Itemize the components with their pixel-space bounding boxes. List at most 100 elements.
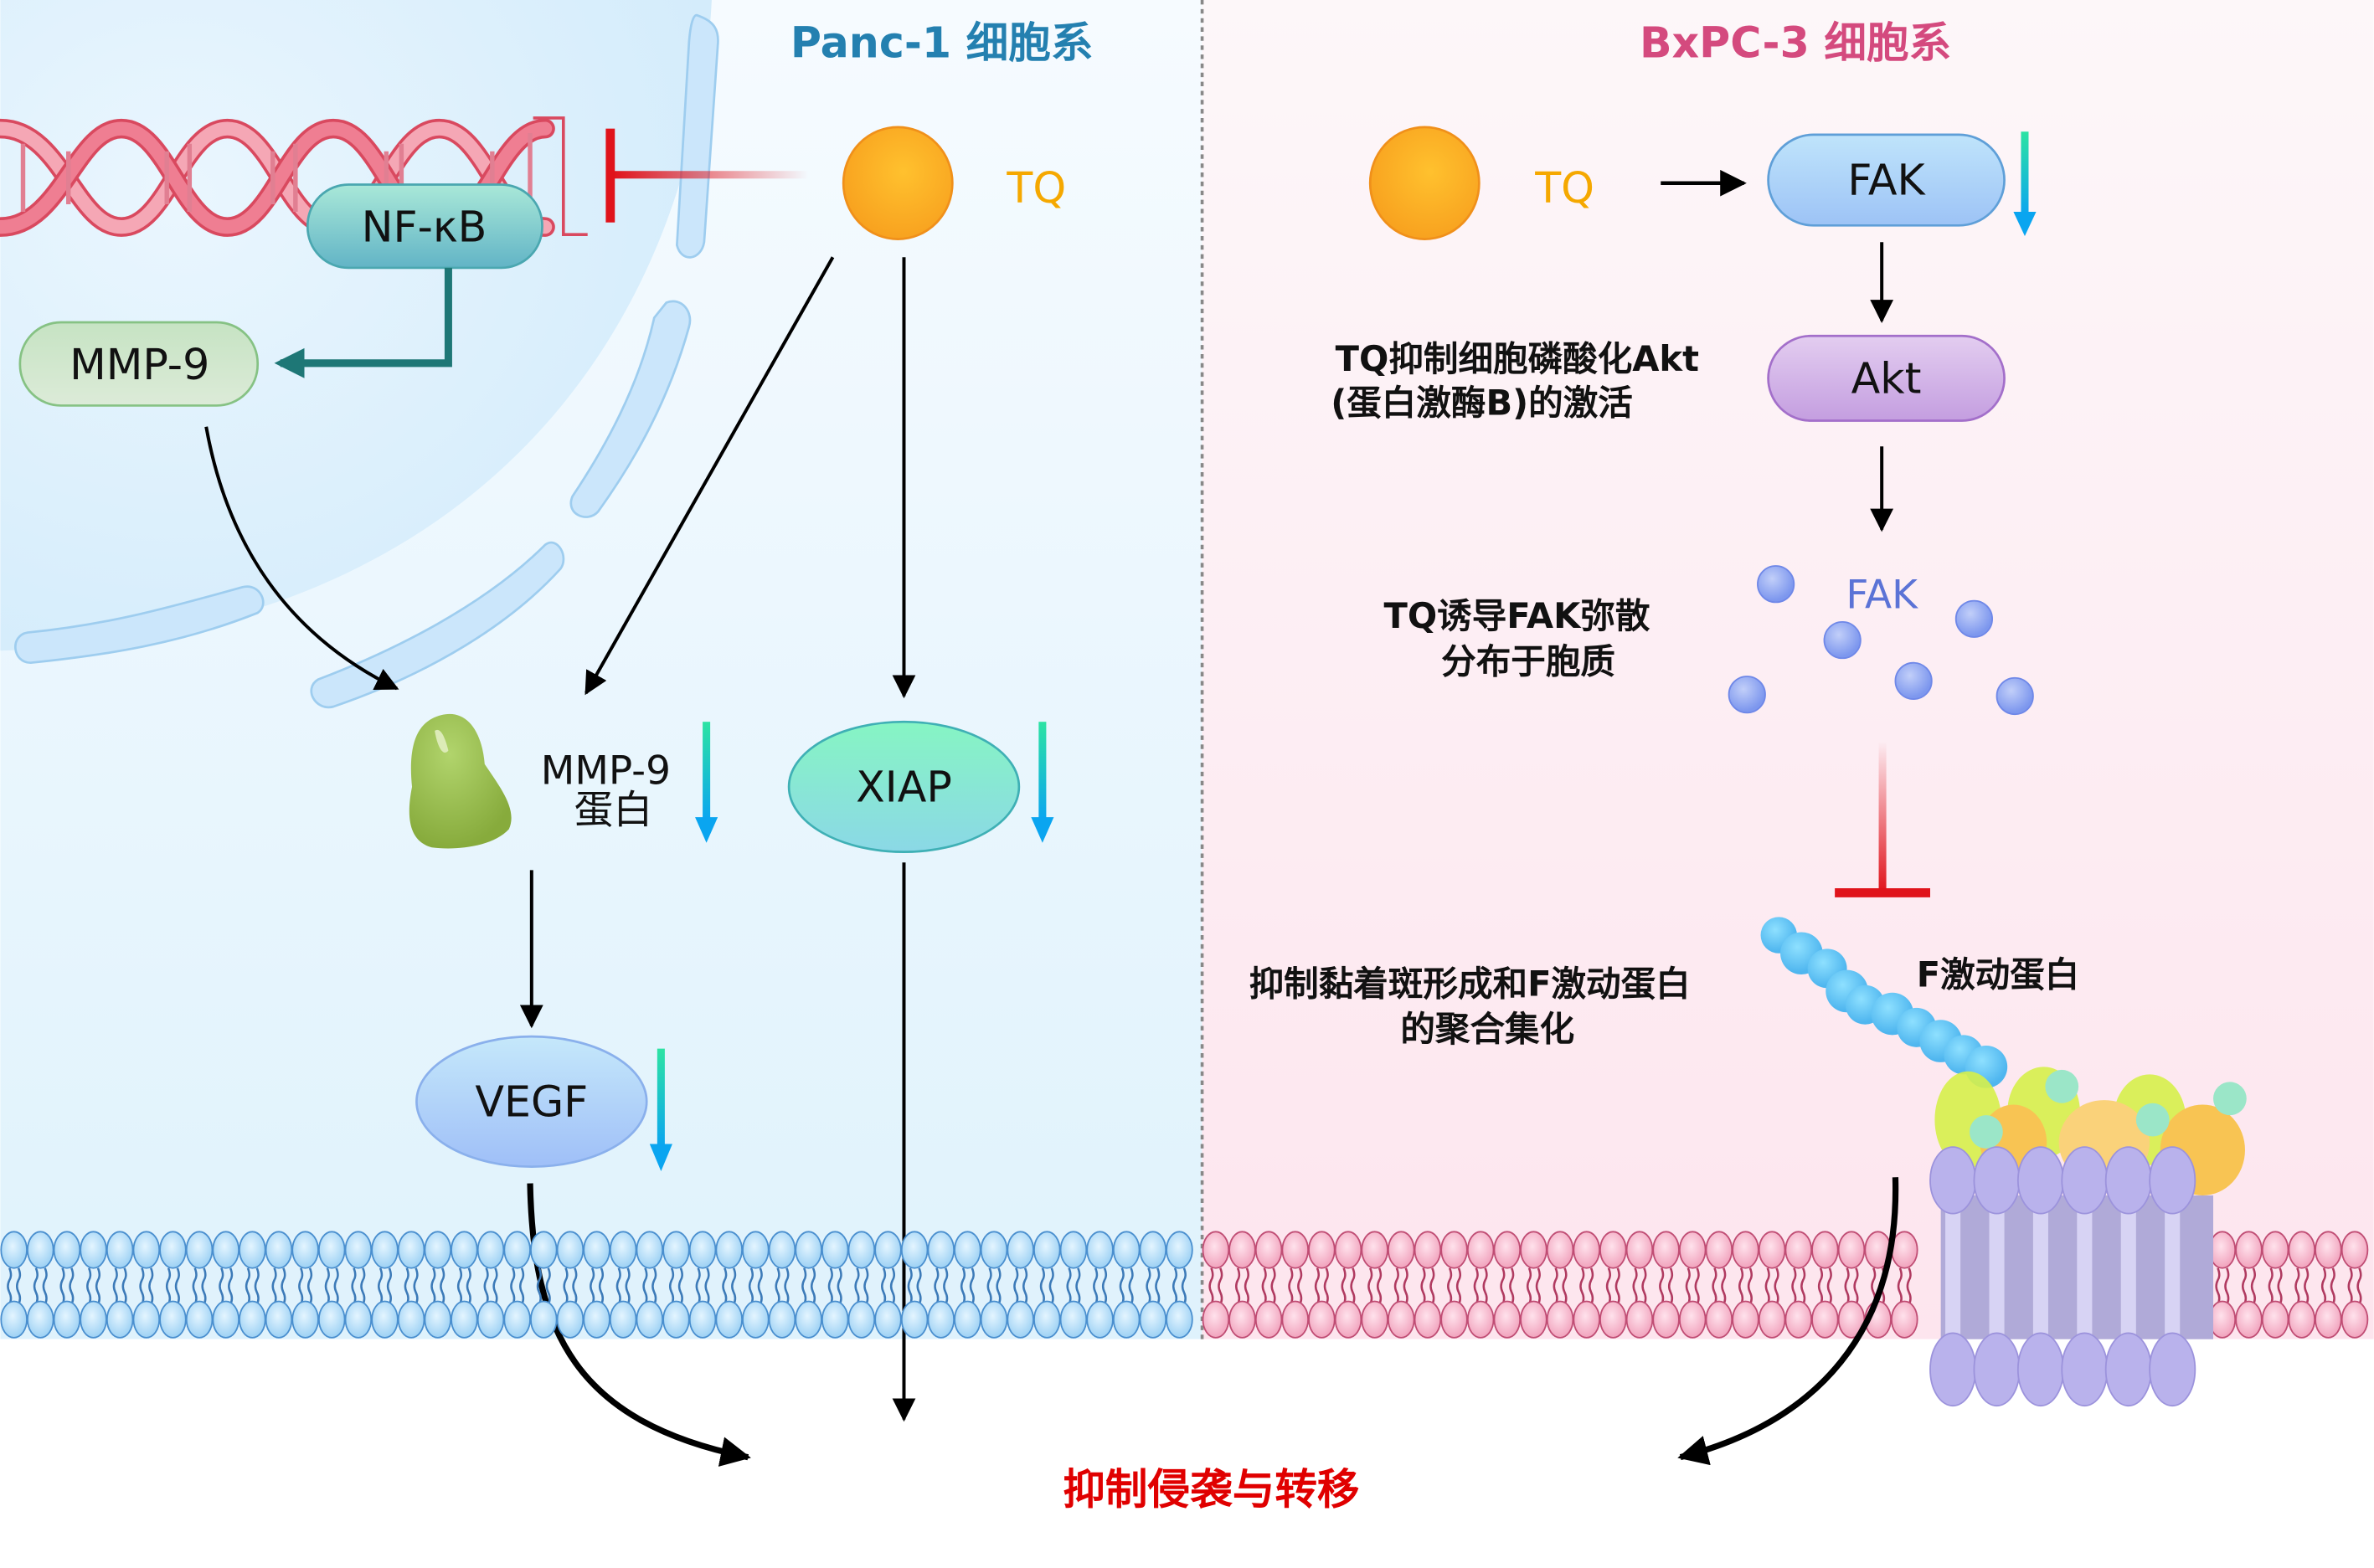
inhibition-fak-to-adhesion — [1835, 741, 1931, 897]
lipid-head — [106, 1231, 134, 1269]
lipid-head — [53, 1231, 81, 1269]
fak-bead — [1995, 676, 2034, 716]
lipid-head — [954, 1231, 981, 1269]
lipid-head — [1625, 1231, 1654, 1269]
nfkb-node[interactable]: NF-κB — [306, 183, 543, 270]
akt-node[interactable]: Akt — [1767, 334, 2006, 422]
integrin-head — [2104, 1332, 2152, 1407]
lipid-head — [1308, 1300, 1336, 1339]
lipid-tail — [1181, 1267, 1187, 1305]
lipid-head — [159, 1300, 187, 1339]
mmp9-protein-icon — [409, 713, 512, 849]
lipid-head — [132, 1300, 161, 1339]
lipid-head — [503, 1231, 531, 1269]
lipid-head — [636, 1300, 664, 1339]
lipid-tail — [1172, 1267, 1178, 1305]
lipid-tail — [1447, 1267, 1453, 1305]
lipid-head — [821, 1300, 849, 1339]
lipid-tail — [2215, 1267, 2221, 1305]
panc1-title: Panc-1 细胞系 — [790, 18, 1094, 68]
lipid-tail — [165, 1267, 172, 1305]
lipid-head — [1599, 1300, 1627, 1339]
tq-label-left: TQ — [1006, 163, 1066, 213]
lipid-head — [1166, 1300, 1193, 1339]
cell-membrane-right — [1202, 1231, 2369, 1339]
lipid-head — [1033, 1300, 1061, 1339]
lipid-tail — [1234, 1267, 1241, 1305]
tq-compound-right[interactable]: TQ — [1368, 126, 1594, 240]
lipid-tail — [2347, 1267, 2353, 1305]
integrin-head — [2149, 1332, 2196, 1407]
lipid-head — [1705, 1300, 1733, 1339]
fak-label: FAK — [1847, 156, 1926, 205]
integrin-stalk — [2165, 1195, 2181, 1347]
bxpc3-title: BxPC-3 细胞系 — [1640, 18, 1951, 68]
lipid-head — [768, 1231, 796, 1269]
lipid-head — [2315, 1300, 2342, 1339]
lipid-tail — [245, 1267, 250, 1305]
lipid-tail — [1738, 1267, 1744, 1305]
lipid-tail — [483, 1267, 489, 1305]
lipid-head — [1732, 1300, 1759, 1339]
lipid-head — [1652, 1300, 1680, 1339]
fak-node[interactable]: FAK — [1767, 133, 2006, 227]
lipid-head — [1202, 1231, 1230, 1269]
lipid-tail — [1774, 1267, 1779, 1305]
lipid-head — [847, 1300, 876, 1339]
lipid-head — [1466, 1300, 1495, 1339]
lipid-tail — [2268, 1267, 2274, 1305]
lipid-head — [185, 1231, 214, 1269]
xiap-node[interactable]: XIAP — [787, 720, 1021, 854]
lipid-tail — [1535, 1267, 1541, 1305]
lipid-tail — [625, 1267, 631, 1305]
mmp9-gene-node[interactable]: MMP-9 — [18, 321, 260, 407]
lipid-head — [1837, 1231, 1866, 1269]
lipid-tail — [1066, 1267, 1072, 1305]
lipid-tail — [837, 1267, 842, 1305]
xiap-label: XIAP — [856, 762, 952, 811]
lipid-tail — [510, 1267, 516, 1305]
lipid-tail — [2224, 1267, 2230, 1305]
lipid-head — [1033, 1231, 1061, 1269]
lipid-tail — [1218, 1267, 1223, 1305]
lipid-tail — [219, 1267, 224, 1305]
lipid-head — [451, 1300, 478, 1339]
lipid-tail — [112, 1267, 118, 1305]
tq-compound-left[interactable]: TQ — [842, 126, 1066, 240]
lipid-head — [1007, 1300, 1034, 1339]
lipid-head — [1599, 1231, 1627, 1269]
lipid-tail — [2241, 1267, 2248, 1305]
lipid-head — [424, 1231, 452, 1269]
lipid-tail — [1632, 1267, 1638, 1305]
lipid-tail — [1208, 1267, 1214, 1305]
lipid-tail — [333, 1267, 339, 1305]
lipid-tail — [1800, 1267, 1806, 1305]
integrin-head — [2061, 1332, 2109, 1407]
vegf-node[interactable]: VEGF — [415, 1035, 648, 1168]
lipid-tail — [95, 1267, 101, 1305]
lipid-tail — [1420, 1267, 1426, 1305]
lipid-tail — [324, 1267, 330, 1305]
lipid-head — [503, 1300, 531, 1339]
lipid-head — [291, 1300, 319, 1339]
fak-dispersed-label: FAK — [1846, 573, 1918, 619]
lipid-head — [1139, 1231, 1167, 1269]
lipid-head — [715, 1300, 743, 1339]
lipid-tail — [1244, 1267, 1249, 1305]
lipid-head — [2235, 1300, 2263, 1339]
lipid-head — [821, 1231, 849, 1269]
lipid-head — [27, 1300, 54, 1339]
lipid-head — [1007, 1231, 1034, 1269]
lipid-tail — [1826, 1267, 1832, 1305]
fak-note-line1: TQ诱导FAK弥散 — [1383, 595, 1650, 636]
lipid-tail — [281, 1267, 286, 1305]
lipid-tail — [960, 1267, 966, 1305]
adhesion-note-line1: 抑制黏着斑形成和F激动蛋白 — [1249, 963, 1691, 1004]
lipid-head — [583, 1231, 610, 1269]
lipid-head — [1059, 1231, 1088, 1269]
nuclear-envelope-segment — [675, 13, 719, 259]
lipid-tail — [1482, 1267, 1488, 1305]
lipid-head — [2341, 1300, 2369, 1339]
lipid-head — [2235, 1231, 2263, 1269]
lipid-head — [1334, 1300, 1362, 1339]
